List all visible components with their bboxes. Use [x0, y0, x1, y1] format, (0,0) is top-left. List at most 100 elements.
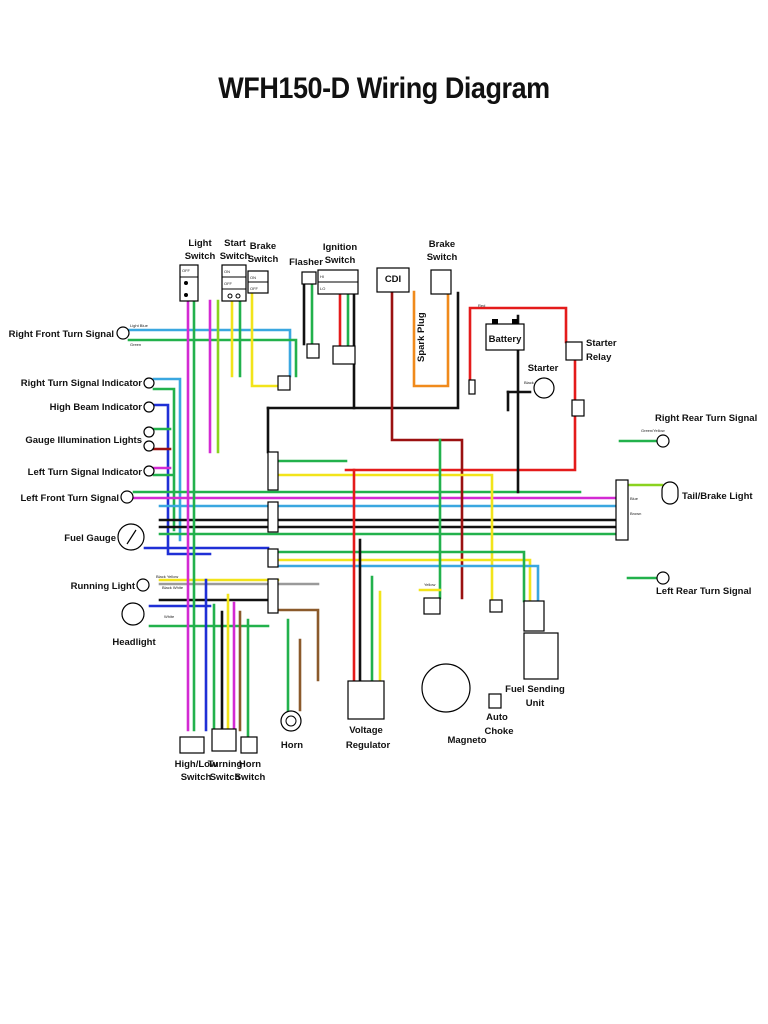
ignition-switch: HI LO	[317, 269, 359, 295]
start-switch-on-tag: ON	[224, 269, 230, 274]
wire-green-3	[152, 387, 176, 532]
wire-tag-yellow: Yellow	[424, 582, 436, 587]
brake-switch-right-label-1: Brake	[429, 239, 455, 250]
brake-switch-right-label-2: Switch	[427, 252, 458, 263]
wire-black-22	[266, 291, 460, 410]
gauge-light-bulb-2	[143, 440, 155, 452]
gauge-illumination-label: Gauge Illumination Lights	[25, 435, 142, 446]
light-switch-on-tag: OFF	[182, 268, 191, 273]
auto-choke-unit	[488, 693, 502, 709]
tail-brake-light-label: Tail/Brake Light	[682, 491, 753, 502]
right-turn-indicator-label: Right Turn Signal Indicator	[21, 378, 143, 389]
cdi-unit: CDI	[376, 267, 410, 293]
turning-switch-label-2: Switch	[210, 772, 241, 783]
magneto-label: Magneto	[447, 735, 486, 746]
fuse	[468, 379, 476, 395]
gauge-light-bulb-1	[143, 426, 155, 438]
tail-brake-light	[661, 481, 679, 505]
labels-layer: Light Switch Start Switch Brake Switch F…	[9, 238, 758, 783]
start-switch-label-2: Switch	[220, 251, 251, 262]
wire-red-26	[344, 414, 577, 472]
brake-switch-off-tag: OFF	[250, 286, 259, 291]
ignition-switch-label-1: Ignition	[323, 242, 357, 253]
wire-tag-light-blue: Light Blue	[130, 323, 149, 328]
connector-column	[267, 343, 629, 615]
fuel-gauge-label: Fuel Gauge	[64, 533, 116, 544]
spark-plug-label: Spark Plug	[416, 312, 427, 362]
right-rear-turn-signal-bulb	[656, 434, 670, 448]
wire-tag-black-white: Black White	[162, 585, 184, 590]
voltage-regulator-unit	[347, 680, 385, 720]
start-switch: ON OFF	[221, 264, 247, 302]
wire-blue-4	[152, 403, 212, 556]
ignition-hi-tag: HI	[320, 274, 324, 279]
starter-relay-label-1: Starter	[586, 338, 617, 349]
wires-layer	[127, 282, 664, 739]
wire-tag-green-yellow: Green/Yellow	[641, 428, 665, 433]
headlight-lamp	[121, 602, 145, 626]
right-brake-switch	[430, 269, 452, 295]
left-rear-turn-signal-label: Left Rear Turn Signal	[656, 586, 751, 597]
battery-label: Battery	[489, 334, 522, 345]
cdi-label: CDI	[385, 274, 401, 285]
left-rear-turn-signal-bulb	[656, 571, 670, 585]
wire-yellow-29	[250, 291, 280, 388]
ignition-switch-label-2: Switch	[325, 255, 356, 266]
left-turn-indicator-label: Left Turn Signal Indicator	[28, 467, 143, 478]
fuel-gauge-dial	[117, 523, 145, 551]
auto-choke-label-1: Auto	[486, 712, 508, 723]
high-low-switch-label-2: Switch	[181, 772, 212, 783]
high-beam-indicator-bulb	[143, 401, 155, 413]
wire-orange-27	[412, 290, 450, 388]
brake-switch-on-tag: ON	[250, 275, 256, 280]
top-brake-switch: ON OFF	[247, 270, 269, 294]
auto-choke-label-2: Choke	[484, 726, 513, 737]
wire-tag-red: Red	[478, 303, 485, 308]
wire-tag-black-yellow: Black Yellow	[156, 574, 178, 579]
horn-switch-label-1: Horn	[239, 759, 261, 770]
horn-switch-label-2: Switch	[235, 772, 266, 783]
wire-light-blue-45	[274, 564, 540, 603]
flasher	[301, 271, 317, 285]
wire-brown-43	[274, 608, 320, 682]
voltage-regulator-label-1: Voltage	[349, 725, 383, 736]
start-switch-off-tag: OFF	[224, 281, 233, 286]
wire-light-blue-0	[127, 328, 292, 378]
battery: Battery	[485, 319, 525, 351]
starter-relay-label-2: Relay	[586, 352, 612, 363]
high-low-switch-label-1: High/Low	[175, 759, 218, 770]
horn-unit	[280, 710, 302, 732]
light-switch-label-1: Light	[188, 238, 212, 249]
spark-plug: Spark Plug	[416, 312, 427, 362]
brake-switch-top-label-1: Brake	[250, 241, 276, 252]
starter-relay	[565, 341, 583, 361]
handlebar-switches	[179, 728, 258, 754]
right-rear-turn-signal-label: Right Rear Turn Signal	[655, 413, 757, 424]
turning-switch-label-1: Turning	[208, 759, 243, 770]
wire-red-24	[468, 306, 568, 395]
left-front-turn-signal-bulb	[120, 490, 134, 504]
wire-tag-black: Black	[524, 380, 534, 385]
wire-dark-red-28	[390, 290, 464, 600]
fuel-sending-unit-box	[523, 600, 559, 680]
left-front-turn-signal-label: Left Front Turn Signal	[20, 493, 119, 504]
starter-motor	[533, 377, 555, 399]
starter-label: Starter	[528, 363, 559, 374]
wire-tag-white: White	[164, 614, 175, 619]
fuel-sending-unit-label-2: Unit	[526, 698, 545, 709]
horn-label: Horn	[281, 740, 303, 751]
start-switch-label-1: Start	[224, 238, 246, 249]
running-light-bulb	[136, 578, 150, 592]
voltage-regulator-label-2: Regulator	[346, 740, 391, 751]
brake-switch-top-label-2: Switch	[248, 254, 279, 265]
right-turn-indicator-bulb	[143, 377, 155, 389]
right-front-turn-signal-bulb	[116, 326, 130, 340]
magneto-unit	[421, 663, 471, 713]
wire-tag-blue: Blue	[630, 496, 639, 501]
high-beam-indicator-label: High Beam Indicator	[50, 402, 143, 413]
wire-tag-brown: Brown	[630, 511, 641, 516]
diagram-title: WFH150-D Wiring Diagram	[218, 72, 550, 105]
right-front-turn-signal-label: Right Front Turn Signal	[9, 329, 114, 340]
ignition-lo-tag: LO	[320, 286, 325, 291]
